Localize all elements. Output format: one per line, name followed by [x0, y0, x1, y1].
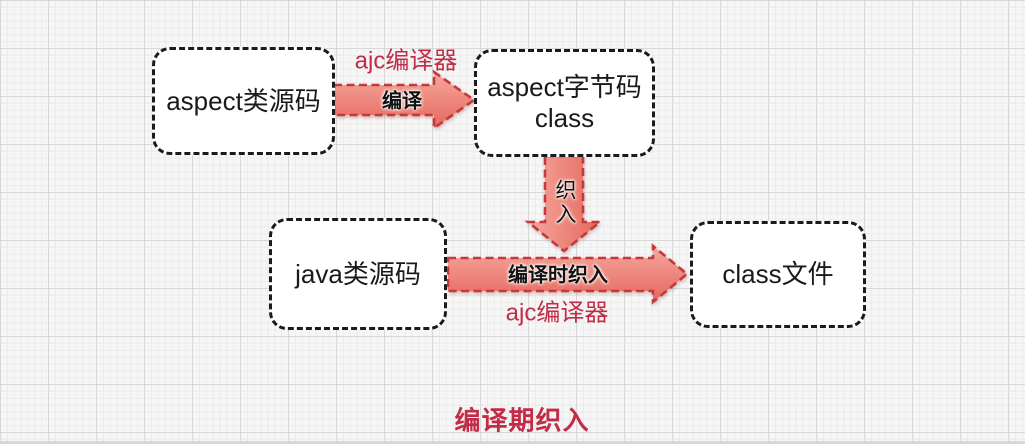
node-class-file-label: class文件 [722, 259, 834, 289]
label-weave: 织入 [553, 179, 576, 227]
node-aspect-bytecode: aspect字节码 class [474, 49, 655, 157]
label-compile-time-weave: 编译时织入 [508, 264, 608, 287]
node-aspect-source: aspect类源码 [152, 47, 335, 155]
label-compile: 编译 [382, 90, 422, 113]
arrow-compile-weave-right-icon [446, 243, 690, 305]
node-java-source: java类源码 [269, 218, 447, 330]
node-aspect-bytecode-label-line2: class [534, 103, 595, 133]
node-aspect-bytecode-label-line1: aspect字节码 [487, 72, 642, 102]
label-ajc-compiler-bottom: ajc编译器 [505, 299, 609, 327]
caption-compile-period-weaving: 编译期织入 [454, 405, 590, 436]
arrow-weave-down-icon [524, 154, 604, 253]
node-java-source-label: java类源码 [295, 258, 421, 289]
arrow-compile-right-icon [332, 69, 477, 131]
node-class-file: class文件 [690, 221, 866, 328]
node-aspect-source-label: aspect类源码 [166, 85, 321, 116]
label-ajc-compiler-top: ajc编译器 [354, 47, 458, 75]
